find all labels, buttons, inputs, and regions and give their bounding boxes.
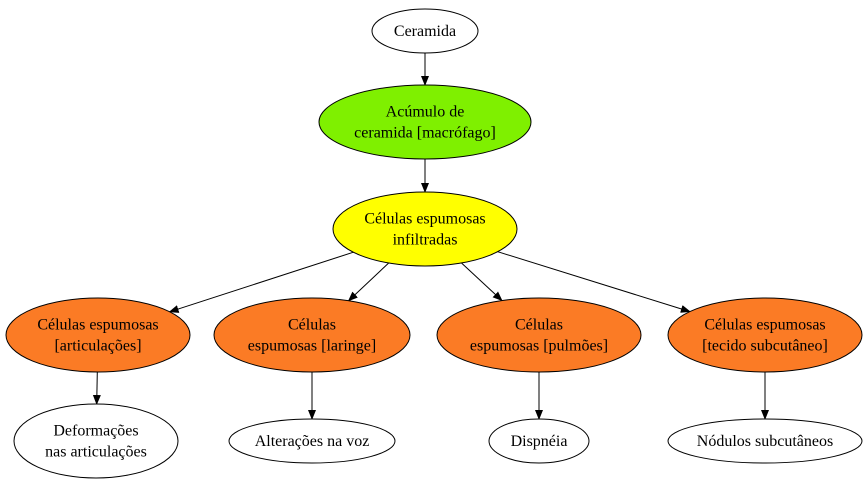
node-nodulos-ellipse <box>667 418 863 464</box>
node-infiltradas: Células espumosas infiltradas <box>332 191 518 267</box>
edges <box>92 53 769 420</box>
node-articulacoes-ellipse <box>5 297 191 373</box>
node-nodulos-label-line-1: Nódulos subcutâneos <box>697 433 833 450</box>
arrow-articulacoes-to-deformacoes <box>92 371 101 405</box>
node-articulacoes-label-line-2: [articulações] <box>54 338 141 355</box>
node-infiltradas-ellipse <box>332 191 518 267</box>
node-subcutaneo: Células espumosas [tecido subcutâneo] <box>667 297 863 373</box>
arrow-infiltradas-to-articulacoes <box>168 251 354 313</box>
node-laringe-label-line-2: espumosas [laringe] <box>248 338 376 355</box>
node-deformacoes: Deformações nas articulações <box>13 403 179 479</box>
node-dispneia: Dispnéia <box>488 418 590 464</box>
node-acumulo: Acúmulo de ceramida [macrófago] <box>318 84 532 160</box>
arrow-infiltradas-to-subcutaneo <box>497 251 691 313</box>
node-articulacoes-label-line-1: Células espumosas <box>37 317 158 334</box>
node-nodulos: Nódulos subcutâneos <box>667 418 863 464</box>
node-dispneia-label-line-1: Dispnéia <box>511 433 568 450</box>
node-deformacoes-ellipse <box>13 403 179 479</box>
node-infiltradas-label-line-1: Células espumosas <box>364 211 485 228</box>
node-pulmoes-label-line-1: Células <box>515 317 563 334</box>
node-pulmoes-label-line-2: espumosas [pulmões] <box>470 338 608 355</box>
node-ceramida: Ceramida <box>371 8 479 54</box>
node-infiltradas-label-line-2: infiltradas <box>393 232 458 249</box>
node-subcutaneo-label-line-2: [tecido subcutâneo] <box>702 338 828 355</box>
node-laringe-label-line-1: Células <box>288 317 336 334</box>
node-dispneia-ellipse <box>488 418 590 464</box>
arrow-infiltradas-to-laringe <box>347 262 390 302</box>
node-deformacoes-label-line-2: nas articulações <box>45 444 147 461</box>
arrow-infiltradas-to-pulmoes <box>461 262 503 302</box>
node-deformacoes-label-line-1: Deformações <box>53 423 138 440</box>
node-laringe-ellipse <box>213 297 411 373</box>
node-subcutaneo-label-line-1: Células espumosas <box>704 317 825 334</box>
node-acumulo-ellipse <box>318 84 532 160</box>
node-voz-ellipse <box>228 418 396 464</box>
node-articulacoes: Células espumosas [articulações] <box>5 297 191 373</box>
node-voz: Alterações na voz <box>228 418 396 464</box>
node-pulmoes-ellipse <box>436 297 642 373</box>
node-laringe: Células espumosas [laringe] <box>213 297 411 373</box>
node-voz-label-line-1: Alterações na voz <box>255 433 370 450</box>
node-pulmoes: Células espumosas [pulmões] <box>436 297 642 373</box>
node-ceramida-ellipse <box>371 8 479 54</box>
node-acumulo-label-line-2: ceramida [macrófago] <box>354 125 496 142</box>
node-subcutaneo-ellipse <box>667 297 863 373</box>
node-acumulo-label-line-1: Acúmulo de <box>386 104 465 121</box>
node-ceramida-label-line-1: Ceramida <box>394 23 456 40</box>
